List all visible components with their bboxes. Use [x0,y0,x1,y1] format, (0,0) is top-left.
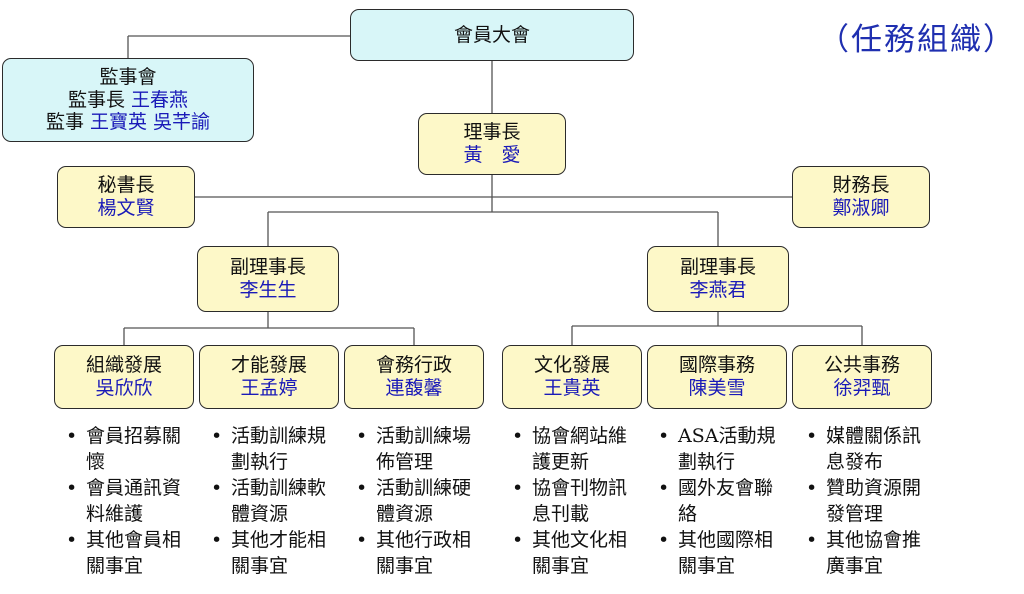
task-list: 會員招募關懷 會員通訊資料維護 其他會員相關事宜 [62,423,186,579]
department-head-name: 徐羿甄 [833,377,891,399]
supervisory-board-box: 監事會 監事長 王春燕 監事 王寶英 吳芊諭 [2,58,254,142]
department-title: 組織發展 [85,354,162,377]
department-box: 文化發展 王貴英 [502,345,642,409]
members-assembly-box: 會員大會 [350,9,634,61]
task-item: 其他國際相關事宜 [654,527,778,579]
department-box: 公共事務 徐羿甄 [792,345,932,409]
task-list: 活動訓練規劃執行 活動訓練軟體資源 其他才能相關事宜 [207,423,331,579]
members-assembly-title: 會員大會 [453,23,530,46]
treasurer-name: 鄭淑卿 [832,197,890,219]
task-item: 活動訓練硬體資源 [352,475,476,527]
supervisor-label: 監事 [45,111,84,134]
department-title: 文化發展 [533,354,610,377]
department-head-name: 王孟婷 [240,377,298,399]
vice-president-left-box: 副理事長 李生生 [197,246,339,312]
department-head-name: 吳欣欣 [95,377,153,399]
department-box: 組織發展 吳欣欣 [54,345,194,409]
treasurer-title: 財務長 [832,174,890,197]
department-head-name: 陳美雪 [688,377,746,399]
secretary-general-title: 秘書長 [97,174,155,197]
supervisor-names: 王寶英 吳芊諭 [90,111,211,134]
department-title: 國際事務 [678,354,755,377]
task-list: 活動訓練場佈管理 活動訓練硬體資源 其他行政相關事宜 [352,423,476,579]
vice-president-right-name: 李燕君 [689,279,747,301]
department-head-name: 連馥馨 [385,377,443,399]
department-title: 公共事務 [823,354,900,377]
task-item: 其他協會推廣事宜 [802,527,926,579]
task-item: 協會刊物訊息刊載 [508,475,632,527]
president-box: 理事長 黃 愛 [418,113,566,175]
vice-president-right-title: 副理事長 [679,256,756,279]
president-name: 黃 愛 [463,144,521,166]
department-head-name: 王貴英 [543,377,601,399]
task-item: 活動訓練規劃執行 [207,423,331,475]
department-box: 國際事務 陳美雪 [647,345,787,409]
department-title: 才能發展 [230,354,307,377]
task-item: 其他行政相關事宜 [352,527,476,579]
task-item: 協會網站維護更新 [508,423,632,475]
vice-president-right-box: 副理事長 李燕君 [647,246,789,312]
task-list: ASA活動規劃執行 國外友會聯絡 其他國際相關事宜 [654,423,778,579]
task-item: 其他才能相關事宜 [207,527,331,579]
vice-president-left-title: 副理事長 [229,256,306,279]
supervisory-board-title: 監事會 [99,65,157,88]
org-chart-caption: （任務組織） [818,22,1016,58]
task-item: 會員招募關懷 [62,423,186,475]
president-title: 理事長 [463,121,521,144]
task-item: 其他文化相關事宜 [508,527,632,579]
vice-president-left-name: 李生生 [239,279,297,301]
department-title: 會務行政 [375,354,452,377]
task-item: 活動訓練軟體資源 [207,475,331,527]
department-box: 會務行政 連馥馨 [344,345,484,409]
task-item: 會員通訊資料維護 [62,475,186,527]
task-item: 其他會員相關事宜 [62,527,186,579]
task-list: 媒體關係訊息發布 贊助資源開發管理 其他協會推廣事宜 [802,423,926,579]
chief-supervisor-label: 監事長 [67,88,125,111]
task-item: 贊助資源開發管理 [802,475,926,527]
task-list: 協會網站維護更新 協會刊物訊息刊載 其他文化相關事宜 [508,423,632,579]
secretary-general-box: 秘書長 楊文賢 [57,166,195,228]
task-item: 活動訓練場佈管理 [352,423,476,475]
task-item: 媒體關係訊息發布 [802,423,926,475]
chief-supervisor-name: 王春燕 [131,88,189,111]
secretary-general-name: 楊文賢 [97,197,155,219]
department-box: 才能發展 王孟婷 [199,345,339,409]
treasurer-box: 財務長 鄭淑卿 [792,166,930,228]
task-item: ASA活動規劃執行 [654,423,778,475]
task-item: 國外友會聯絡 [654,475,778,527]
